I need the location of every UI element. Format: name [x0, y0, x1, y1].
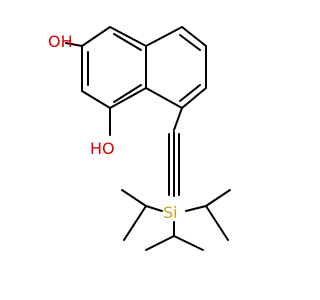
bond-ring-to-alkyne — [173, 107, 183, 131]
hydrogen-letter-top: H — [61, 32, 73, 51]
bond-ring-left — [109, 26, 147, 47]
oxygen-letter-bottom: O — [102, 139, 115, 158]
hydroxyl-label-bottom: HO — [90, 139, 115, 158]
bond-ring-right-inner — [179, 84, 201, 102]
bond-si-left — [145, 205, 163, 212]
bond-si-right — [185, 205, 207, 212]
bond-ring-right — [181, 26, 207, 47]
structure-diagram: OH HO Si — [48, 26, 231, 251]
hydrogen-letter-bottom: H — [90, 139, 102, 158]
hydroxyl-label-top: OH — [48, 32, 73, 51]
bond-ring-left — [81, 90, 111, 109]
bond-ring-right — [145, 26, 183, 47]
bond-ring-right-inner — [179, 34, 201, 51]
bond-ring-left-inner — [113, 33, 142, 51]
bond-ring-left — [81, 26, 111, 47]
bond-isopropyl-right — [205, 205, 229, 241]
silicon-label: Si — [163, 203, 178, 222]
bond-hydroxyl-top — [65, 42, 83, 47]
bond-isopropyl-left — [123, 205, 147, 241]
bond-ring-right — [145, 87, 183, 109]
atom-labels: OH HO Si — [48, 32, 178, 222]
bond-ring-left-inner — [113, 84, 142, 103]
bond-isopropyl-left — [121, 189, 147, 207]
bond-ring-left — [109, 87, 147, 109]
oxygen-letter-top: O — [48, 32, 61, 51]
bond-isopropyl-right — [205, 189, 231, 207]
bond-lines — [65, 26, 231, 251]
bond-isopropyl-bottom — [173, 235, 204, 251]
bond-isopropyl-bottom — [145, 235, 175, 251]
bond-ring-right — [181, 87, 207, 109]
